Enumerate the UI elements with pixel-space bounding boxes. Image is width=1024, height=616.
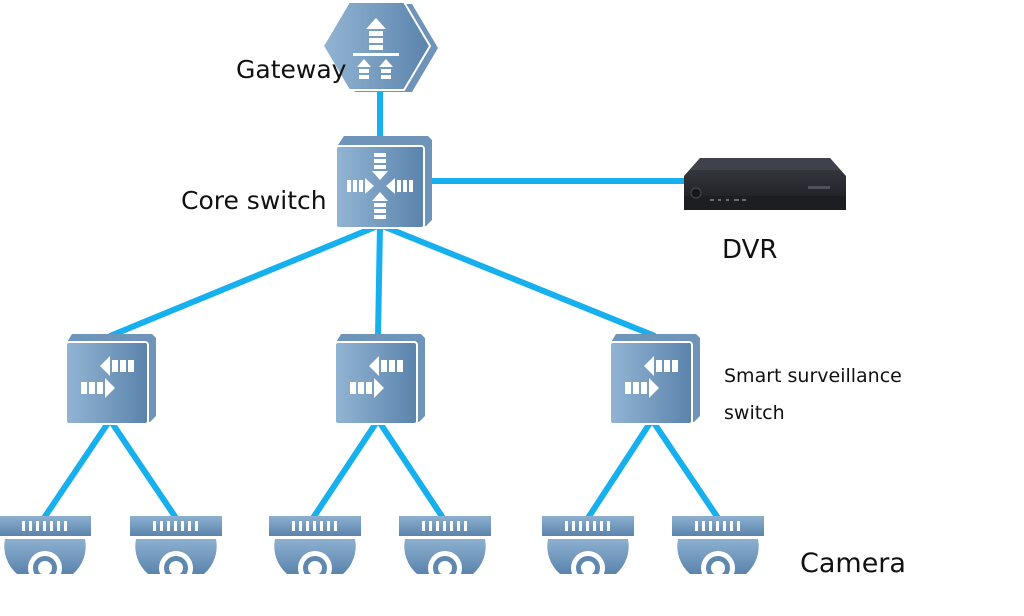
core-switch-icon[interactable] — [335, 136, 432, 229]
access-switch-icon-3[interactable] — [609, 333, 701, 425]
smart-switch-label-line1: Smart surveillance — [724, 365, 902, 387]
link-core-switch-2 — [375, 224, 383, 337]
link-switch-1-camera-2 — [107, 418, 179, 520]
camera-label: Camera — [800, 548, 906, 579]
camera-icon-2[interactable] — [130, 516, 222, 585]
link-core-switch-1 — [108, 222, 382, 339]
camera-icon-5[interactable] — [542, 516, 634, 585]
core-switch-label: Core switch — [181, 186, 327, 215]
dvr-power-button — [690, 187, 702, 199]
dvr-label: DVR — [722, 235, 778, 265]
camera-icon-6[interactable] — [672, 516, 764, 585]
access-switch-icon-2[interactable] — [334, 333, 426, 425]
camera-icon-3[interactable] — [269, 516, 361, 585]
smart-switch-label: Smart surveillance switch — [724, 358, 944, 432]
link-switch-2-camera-4 — [375, 418, 446, 520]
smart-switch-label-line2: switch — [724, 402, 785, 424]
gateway-label: Gateway — [236, 55, 347, 84]
dvr-device[interactable] — [684, 158, 846, 210]
link-switch-3-camera-5 — [585, 418, 655, 520]
link-core-switch-3 — [378, 222, 657, 339]
links — [41, 90, 721, 520]
gateway-icon[interactable] — [321, 0, 438, 92]
link-switch-2-camera-3 — [310, 418, 381, 520]
camera-icon-4[interactable] — [399, 516, 491, 585]
camera-icon-1[interactable] — [0, 516, 91, 585]
link-switch-3-camera-6 — [649, 418, 721, 520]
access-switch-icon-1[interactable] — [65, 333, 157, 425]
link-switch-1-camera-1 — [41, 418, 113, 520]
